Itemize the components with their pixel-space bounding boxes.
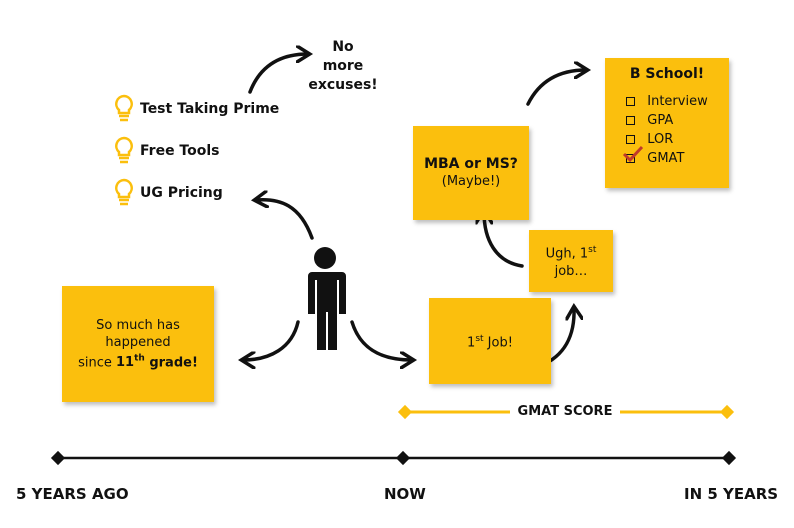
idea-label: UG Pricing [140, 185, 223, 201]
checkbox [626, 135, 636, 144]
first-job-box: 1st Job! [429, 298, 551, 384]
arrow-to-bschool [526, 70, 586, 106]
checklist-item: GMAT [623, 145, 707, 168]
timeline [50, 450, 737, 466]
timeline-label-future: IN 5 YEARS [684, 485, 779, 503]
check-mark-icon [623, 145, 644, 163]
gmat-score-bar [397, 404, 735, 420]
mba-box: MBA or MS? (Maybe!) [413, 126, 529, 220]
idea-item-test-taking: Test Taking Prime [114, 94, 279, 124]
arrow-to-no-excuses [248, 54, 308, 94]
idea-item-ug-pricing: UG Pricing [114, 178, 223, 208]
bschool-checklist: Interview GPA LOR GMAT [623, 92, 708, 168]
lightbulb-icon [115, 178, 133, 206]
arrow-to-ideas [256, 200, 314, 240]
timeline-marker-future [721, 450, 737, 466]
bschool-box: B School! Interview GPA LOR GMAT [605, 58, 729, 188]
no-excuses-text: No more excuses! [308, 39, 378, 93]
checklist-item: GPA [626, 111, 707, 130]
checklist-item: LOR [626, 130, 707, 149]
checkbox [626, 116, 636, 125]
timeline-label-past: 5 YEARS AGO [16, 485, 129, 503]
idea-item-free-tools: Free Tools [114, 136, 220, 166]
checkbox [626, 97, 636, 106]
lightbulb-icon [115, 136, 133, 164]
checklist-item: Interview [626, 92, 708, 111]
lightbulb-icon [115, 94, 133, 122]
idea-label: Test Taking Prime [140, 101, 280, 117]
gmat-score-label: GMAT SCORE [517, 404, 613, 419]
bschool-title: B School! [629, 66, 705, 82]
arrow-to-mba [484, 212, 524, 268]
timeline-marker-now [395, 450, 411, 466]
mba-subtitle: (Maybe!) [441, 174, 501, 189]
mba-title: MBA or MS? [424, 156, 518, 172]
arrow-to-first-job [350, 320, 412, 360]
timeline-marker-past [50, 450, 66, 466]
timeline-label-now: NOW [384, 485, 426, 503]
ugh-job-box: Ugh, 1st job… [529, 230, 613, 292]
arrow-to-past [243, 320, 300, 360]
person-icon [308, 247, 346, 350]
idea-label: Free Tools [140, 143, 220, 159]
past-box: So much has happened since 11th grade! [62, 286, 214, 402]
